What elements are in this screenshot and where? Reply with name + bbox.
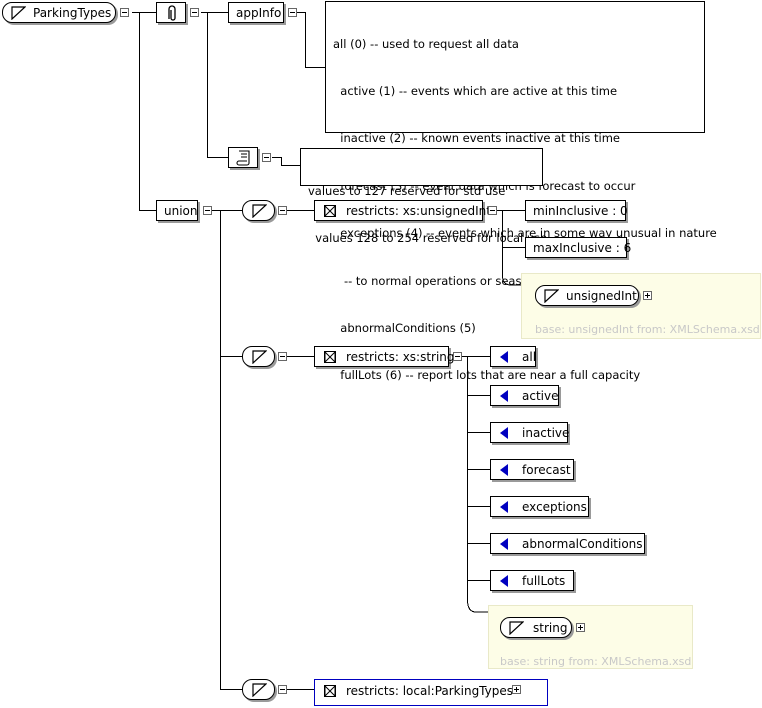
enumeration-fulllots[interactable]: fullLots [490,570,574,591]
expand-toggle[interactable] [576,623,585,632]
enumeration-marker-icon [500,390,508,402]
base-info: base: string from: XMLSchema.xsd [500,655,692,668]
enumeration-label: forecast [522,463,571,477]
enumeration-label: exceptions [522,500,587,514]
expand-toggle[interactable] [643,291,652,300]
collapse-toggle[interactable] [190,8,199,17]
restriction-string[interactable]: restricts: xs:string [314,346,455,367]
enumeration-label: active [522,389,559,403]
appinfo-label: appInfo [236,6,282,20]
expand-toggle[interactable] [512,685,521,694]
simple-type-icon [252,204,267,218]
enumeration-label: abnormalConditions [522,537,643,551]
collapse-toggle[interactable] [278,352,287,361]
facet-label: maxInclusive : 6 [533,241,632,255]
enumeration-marker-icon [500,464,508,476]
simple-type-icon [252,350,267,364]
documentation-text: values to 127 reserved for std use value… [300,148,547,245]
simple-type-parkingtypes[interactable]: ParkingTypes [2,2,116,23]
enumeration-abnormalconditions[interactable]: abnormalConditions [490,533,645,554]
enumeration-inactive[interactable]: inactive [490,422,570,443]
restriction-label: restricts: xs:unsignedInt [346,204,491,218]
base-info: base: unsignedInt from: XMLSchema.xsd [535,323,760,336]
appinfo-line: exceptions (4) -- events which are in so… [333,226,717,241]
documentation-line: values to 127 reserved for std use [308,183,506,198]
collapse-toggle[interactable] [262,153,271,162]
collapse-toggle[interactable] [288,8,297,17]
restriction-icon [324,205,336,217]
enumeration-marker-icon [500,501,508,513]
enumeration-marker-icon [500,351,508,363]
enumeration-label: all [522,350,537,364]
documentation-line: values 128 to 254 reserved for local use [308,230,548,245]
base-type-label: unsignedInt [566,289,637,303]
restriction-label: restricts: local:ParkingTypes [346,684,513,698]
anonymous-simple-type[interactable] [242,200,275,221]
documentation-icon [236,150,250,166]
simple-type-icon [544,289,559,303]
enumeration-exceptions[interactable]: exceptions [490,496,589,517]
facet-label: minInclusive : 0 [533,204,628,218]
appinfo-line: inactive (2) -- known events inactive at… [333,131,620,146]
restriction-icon [324,685,336,697]
base-type-panel [521,273,761,339]
appinfo-text: all (0) -- used to request all data acti… [325,1,717,382]
facet-maxinclusive[interactable]: maxInclusive : 6 [525,237,631,258]
collapse-toggle[interactable] [488,206,497,215]
appinfo-line: fullLots (6) -- report lots that are nea… [333,368,641,383]
enumeration-label: inactive [522,426,570,440]
anonymous-simple-type[interactable] [242,679,275,700]
restriction-local-parkingtypes[interactable]: restricts: local:ParkingTypes [314,679,548,706]
simple-type-label: ParkingTypes [33,6,112,20]
enumeration-forecast[interactable]: forecast [490,459,574,480]
collapse-toggle[interactable] [203,206,212,215]
collapse-toggle[interactable] [120,8,129,17]
base-type-unsignedint[interactable]: unsignedInt [535,285,639,306]
enumeration-active[interactable]: active [490,385,559,406]
enumeration-label: fullLots [522,574,566,588]
annotation-node[interactable] [156,2,186,23]
appinfo-line: active (1) -- events which are active at… [333,83,618,98]
enumeration-marker-icon [500,575,508,587]
base-type-label: string [533,621,568,635]
simple-type-icon [11,6,26,20]
collapse-toggle[interactable] [278,206,287,215]
appinfo-line: all (0) -- used to request all data [333,36,519,51]
enumeration-marker-icon [500,427,508,439]
anonymous-simple-type[interactable] [242,346,275,367]
enumeration-all[interactable]: all [490,346,536,367]
paperclip-icon [168,5,176,21]
facet-mininclusive[interactable]: minInclusive : 0 [525,200,628,221]
simple-type-icon [509,621,524,635]
documentation-node[interactable] [228,147,258,168]
appinfo-node[interactable]: appInfo [228,2,284,23]
union-node[interactable]: union [156,200,198,221]
simple-type-icon [252,683,267,697]
restriction-unsignedint[interactable]: restricts: xs:unsignedInt [314,200,491,221]
base-type-string[interactable]: string [500,617,572,638]
appinfo-line: abnormalConditions (5) [333,320,476,335]
union-label: union [164,204,198,218]
collapse-toggle[interactable] [453,352,462,361]
enumeration-marker-icon [500,538,508,550]
restriction-icon [324,351,336,363]
collapse-toggle[interactable] [278,685,287,694]
restriction-label: restricts: xs:string [346,350,455,364]
